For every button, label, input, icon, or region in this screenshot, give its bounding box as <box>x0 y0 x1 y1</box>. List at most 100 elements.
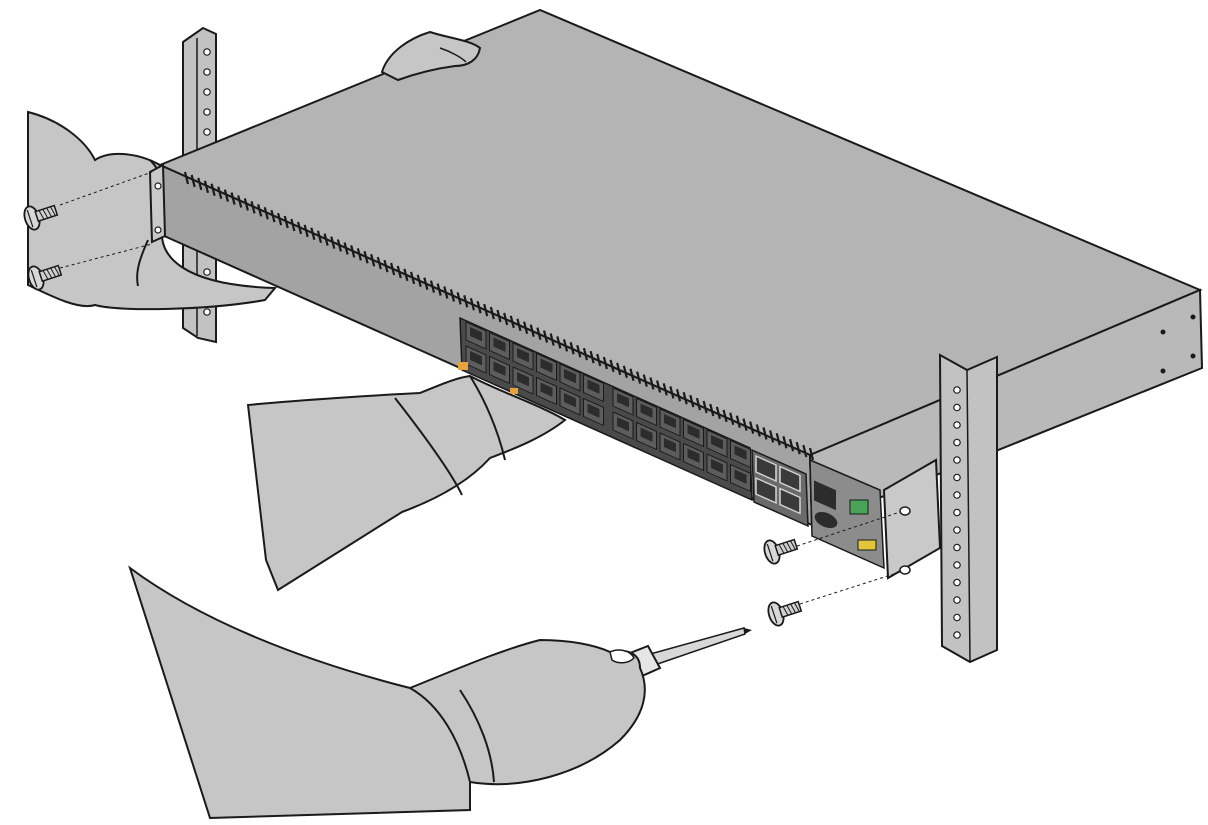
front-hand <box>128 565 646 820</box>
bracket-hole-upper <box>899 506 911 516</box>
usb-port <box>814 511 838 529</box>
port-opening <box>493 361 506 376</box>
ethernet-port <box>730 439 751 469</box>
rail-hole <box>953 403 961 412</box>
vent-slot <box>775 433 781 446</box>
vent-slot <box>436 283 442 296</box>
vent-slot <box>689 394 695 408</box>
port-opening <box>587 403 600 418</box>
vent-slot <box>808 447 815 461</box>
vent-slot <box>217 186 223 199</box>
rail-hole <box>953 631 961 639</box>
rail-hole <box>953 543 961 552</box>
vent-slot <box>336 239 342 252</box>
sfp-console-area <box>458 362 885 570</box>
ethernet-port <box>489 331 510 361</box>
vent-slot <box>350 245 356 258</box>
vent-slot <box>762 427 768 440</box>
vent-slot <box>303 224 309 238</box>
vent-slot <box>649 377 655 390</box>
middle-hand <box>246 374 567 592</box>
vent-slot <box>722 409 728 423</box>
port-opening <box>640 427 653 442</box>
port-opening <box>734 469 747 484</box>
sfp-slot <box>779 487 801 515</box>
ethernet-port <box>536 352 557 382</box>
screw-thread <box>49 206 56 216</box>
vent-slot <box>316 230 323 243</box>
right-rail-holes <box>953 386 961 639</box>
vent-slot <box>456 292 462 305</box>
port-opening <box>711 435 723 450</box>
vent-slot <box>669 386 675 399</box>
vent-slot <box>602 356 608 370</box>
port-opening <box>470 327 482 342</box>
vent-slot <box>715 406 721 420</box>
mounting-screws <box>23 171 901 627</box>
screw-thread <box>46 207 53 218</box>
screw-thread <box>42 270 49 280</box>
screw-thread <box>46 268 53 279</box>
vent-slot <box>629 368 635 381</box>
rail-hole <box>203 308 211 316</box>
vent-slot <box>523 321 529 335</box>
vent-slot <box>656 380 662 393</box>
vent-slot <box>469 297 475 311</box>
port-opening <box>664 414 676 429</box>
status-led-orange <box>458 362 468 370</box>
rail-hole <box>953 491 961 499</box>
ethernet-ports <box>465 321 751 493</box>
vent-slot <box>536 327 542 340</box>
vent-slot <box>223 189 229 202</box>
vent-slot <box>542 330 549 343</box>
ethernet-port <box>636 397 657 427</box>
vent-slot <box>263 206 269 220</box>
screw-slot <box>30 269 38 288</box>
ethernet-port <box>489 355 510 385</box>
port-opening <box>687 448 700 463</box>
vent-slot <box>396 265 402 279</box>
vent-slot <box>270 209 276 223</box>
screw-icon <box>23 204 59 231</box>
vent-slot <box>556 336 562 349</box>
vent-slot <box>383 259 389 273</box>
ethernet-port <box>512 342 534 371</box>
ethernet-port-block <box>459 316 753 502</box>
vent-slot <box>795 441 801 455</box>
sfp-slot <box>755 476 777 505</box>
ethernet-port <box>583 373 604 403</box>
rail-hole <box>953 526 961 534</box>
rail-hole <box>953 438 961 447</box>
vent-slot <box>449 289 456 302</box>
vent-slot <box>695 397 702 411</box>
vent-slot <box>582 347 589 361</box>
vent-slot <box>343 242 349 255</box>
vent-slot <box>682 391 688 405</box>
port-opening <box>493 337 506 352</box>
ethernet-port <box>636 421 657 451</box>
sfp-slots <box>755 454 801 515</box>
status-led-green <box>849 499 869 515</box>
screw-thread <box>782 606 789 616</box>
rail-hole <box>953 613 961 622</box>
vent-slot <box>503 312 509 326</box>
port-opening <box>564 393 576 408</box>
status-led-orange-2 <box>510 388 518 394</box>
ethernet-port <box>465 321 487 350</box>
vent-slot <box>416 274 422 288</box>
port-opening <box>687 424 700 439</box>
vent-slot <box>290 218 296 232</box>
vent-slot <box>463 295 469 308</box>
vent-slot <box>370 253 376 267</box>
ethernet-port <box>730 463 751 493</box>
vent-slot <box>423 277 429 290</box>
vent-slot <box>609 359 615 373</box>
vent-slot <box>576 344 582 358</box>
vent-slot <box>709 403 715 417</box>
port-opening <box>564 369 576 384</box>
screw-thread <box>53 266 60 276</box>
sfp-slot <box>755 454 777 483</box>
port-opening <box>734 445 747 460</box>
ethernet-port <box>706 429 728 458</box>
